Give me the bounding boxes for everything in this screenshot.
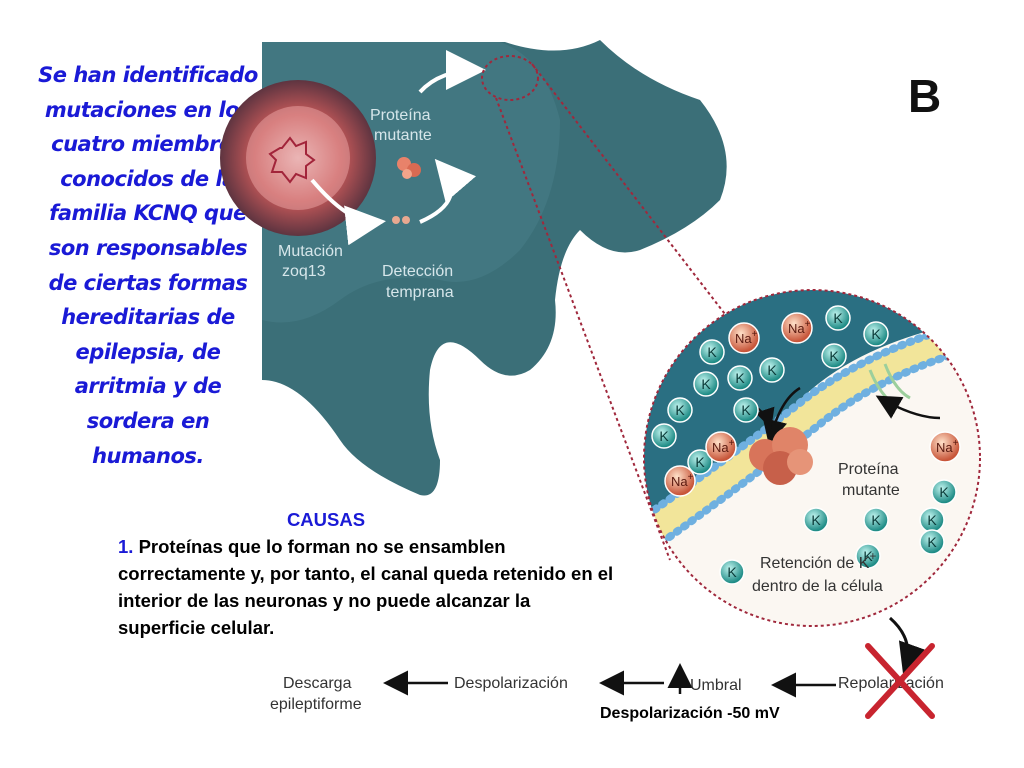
potassium-ion [651,423,677,449]
blocked-cross-icon [865,643,935,719]
zoom-circle-border [643,289,981,627]
mutant-protein-large [749,427,813,485]
retention-label: Retención de K+dentro de la célula [752,549,883,595]
potassium-ion-label: K [927,534,937,550]
potassium-ion-label: K [659,428,669,444]
potassium-ion-label: K [871,512,881,528]
potassium-ion-label: K [871,326,881,342]
cause-text: Proteínas que lo forman no se ensamblen … [118,536,614,638]
potassium-ion [825,305,851,331]
potassium-ion-label: K [863,548,873,564]
panel-letter: B [908,70,941,122]
potassium-ion-label: K [833,310,843,326]
sodium-ion [781,312,813,344]
potassium-ion [719,559,745,585]
causes-title: CAUSAS [286,509,366,530]
cause-number: 1. [118,536,134,557]
potassium-ion-label: K [939,484,949,500]
potassium-ion-label: K [811,512,821,528]
potassium-ion [855,543,881,569]
flow-depolarization: Despolarización [454,675,568,692]
potassium-ion [733,397,759,423]
sodium-ion [929,431,961,463]
causes-block: CAUSAS 1. Proteínas que lo forman no se … [118,506,618,641]
potassium-ion [863,321,889,347]
potassium-ion [803,507,829,533]
potassium-ion-label: K [927,512,937,528]
mutant-protein-small [397,157,421,179]
potassium-ion [931,479,957,505]
sodium-ion [728,322,760,354]
potassium-ion-label: K [701,376,711,392]
intro-paragraph: Se han identificado mutaciones en los cu… [38,63,258,468]
potassium-ion-label: K [829,348,839,364]
early-detection-dots [392,216,410,224]
potassium-ion [727,365,753,391]
potassium-ion [667,397,693,423]
potassium-ion [863,507,889,533]
arrow-to-membrane [418,50,486,94]
voltage-note: Despolarización -50 mV [600,705,780,722]
zoom-source-circle [481,55,539,101]
potassium-ion [821,343,847,369]
flow-repolarization: Repolarización [838,675,944,692]
potassium-ion-label: K [707,344,717,360]
sodium-ion [705,431,737,463]
potassium-ion [919,529,945,555]
potassium-ion-label: K [727,564,737,580]
potassium-ion [687,449,713,475]
potassium-ion [759,357,785,383]
arrow-to-protein [419,158,477,224]
sodium-ion [664,465,696,497]
potassium-ion [693,371,719,397]
mutated-gene-icon [268,136,316,184]
potassium-ion [699,339,725,365]
flow-threshold: Umbral [690,677,742,694]
potassium-ion-label: K [741,402,751,418]
potassium-ion-label: K [695,454,705,470]
potassium-ion-label: K [767,362,777,378]
potassium-ion-label: K [735,370,745,386]
arrow-to-detection [310,178,386,246]
potassium-ion-label: K [675,402,685,418]
blocked-arrow [888,616,928,674]
